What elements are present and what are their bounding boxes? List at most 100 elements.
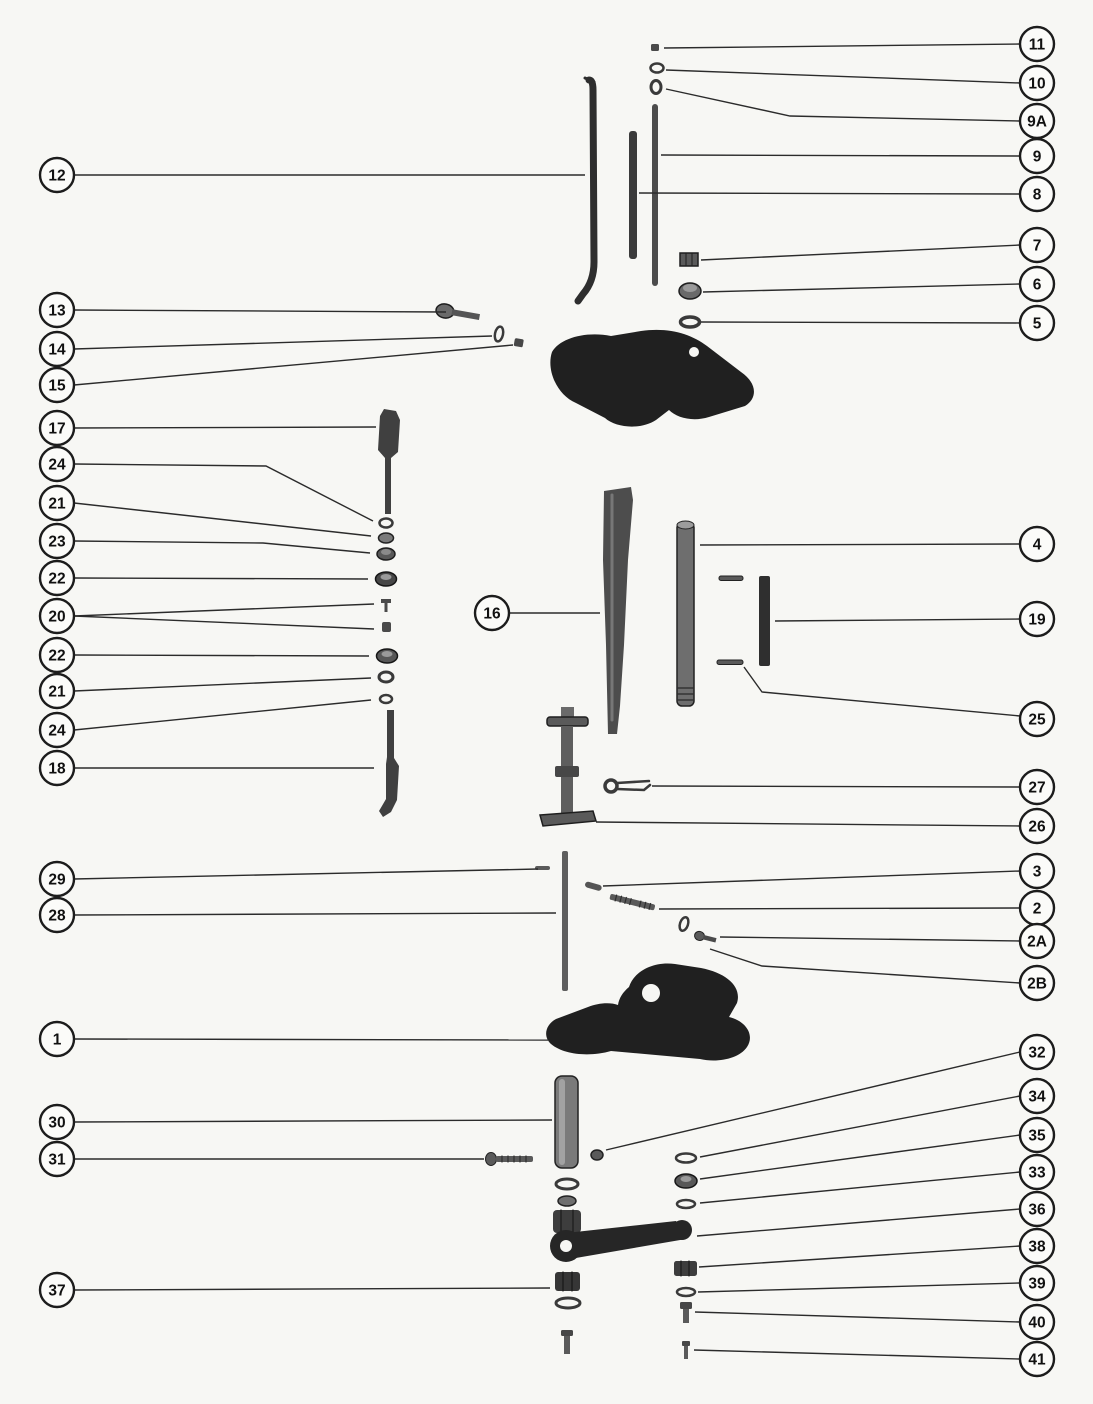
callout-7: 7 (1018, 226, 1056, 264)
leader-line-14 (73, 335, 493, 350)
callout-label-12: 12 (48, 168, 65, 185)
callout-circle-22 (38, 636, 76, 674)
callout-label-4: 4 (1033, 537, 1042, 554)
part-24-upper-ring (378, 517, 394, 529)
callout-24: 24 (38, 445, 76, 483)
callout-label-19: 19 (1028, 612, 1046, 629)
callout-circle-40 (1018, 1303, 1056, 1341)
callout-label-35: 35 (1028, 1128, 1046, 1145)
callout-9A: 9A (1018, 102, 1056, 140)
callout-circle-38 (1018, 1227, 1056, 1265)
callout-39: 39 (1018, 1264, 1056, 1302)
callout-circle-11 (1018, 25, 1056, 63)
leader-line-10 (665, 69, 1021, 84)
leader-line-2B (709, 948, 1021, 984)
leader-line-20 (73, 615, 375, 630)
part-4-tube (676, 520, 695, 707)
callout-circle-16 (473, 594, 511, 632)
leader-line-3 (602, 870, 1021, 887)
part-30-cylinder (554, 1075, 579, 1169)
callout-circle-34 (1018, 1077, 1056, 1115)
callout-circle-18 (38, 749, 76, 787)
callout-label-25: 25 (1028, 712, 1046, 729)
callout-circle-25 (1018, 700, 1056, 738)
callout-label-31: 31 (48, 1152, 66, 1169)
part-16-swivel-pin (603, 487, 633, 734)
callout-27: 27 (1018, 768, 1056, 806)
callout-label-40: 40 (1028, 1315, 1045, 1332)
part-14-washer (493, 325, 505, 343)
part-21-upper-ring (377, 532, 395, 544)
part-36-arm (550, 1220, 692, 1262)
leader-line-28 (73, 912, 557, 916)
callout-25: 25 (1018, 700, 1056, 738)
callout-35: 35 (1018, 1116, 1056, 1154)
leader-line-19 (774, 618, 1021, 622)
leader-line-41 (693, 1349, 1021, 1360)
leader-line-30 (73, 1119, 553, 1123)
leader-line-4 (699, 543, 1021, 546)
callout-label-37: 37 (48, 1283, 65, 1300)
callout-3: 3 (1018, 852, 1056, 890)
part-18-lower-pin (379, 710, 399, 817)
part-35-bushing (674, 1173, 698, 1189)
callout-circle-24 (38, 445, 76, 483)
callout-circle-31 (38, 1140, 76, 1178)
part-8-rod (629, 131, 637, 259)
left-stack-ring (557, 1195, 577, 1207)
part-40-bolt (680, 1302, 692, 1323)
part-17-upper-pin (378, 409, 400, 514)
callout-circle-24 (38, 711, 76, 749)
callout-circle-8 (1018, 175, 1056, 213)
callout-circle-2B (1018, 964, 1056, 1002)
part-10-washer (649, 62, 665, 74)
leader-line-8 (638, 192, 1021, 195)
part-27-cotter-pin (603, 778, 652, 794)
leader-line-26 (595, 821, 1021, 827)
part-22-lower-washer (375, 648, 399, 664)
callout-30: 30 (38, 1103, 76, 1141)
callout-circle-41 (1018, 1340, 1056, 1378)
leader-line-32 (605, 1051, 1021, 1151)
callout-40: 40 (1018, 1303, 1056, 1341)
leader-line-22 (73, 654, 370, 657)
callout-circle-3 (1018, 852, 1056, 890)
callout-label-9: 9 (1033, 149, 1042, 166)
callout-label-17: 17 (48, 421, 65, 438)
callout-circle-12 (38, 156, 76, 194)
part-37-nut (555, 1271, 580, 1292)
callout-circle-10 (1018, 64, 1056, 102)
part-2a-washer (678, 915, 690, 933)
leader-line-23 (73, 540, 371, 554)
leader-line-7 (700, 244, 1021, 261)
callout-12: 12 (38, 156, 76, 194)
callout-28: 28 (38, 896, 76, 934)
part-2b-bolt (694, 930, 717, 943)
leader-line-37 (73, 1287, 551, 1291)
callout-circle-26 (1018, 807, 1056, 845)
leader-line-5 (700, 321, 1021, 324)
callout-label-6: 6 (1033, 277, 1042, 294)
left-stack-washer (554, 1177, 580, 1191)
leader-line-9 (660, 154, 1021, 157)
callout-circle-36 (1018, 1190, 1056, 1228)
callout-label-28: 28 (48, 908, 66, 925)
part-20-pin (381, 599, 391, 612)
part-25-pin-lower (716, 659, 744, 665)
callout-label-9A: 9A (1027, 114, 1047, 131)
part-13-bolt (435, 303, 480, 321)
callout-circle-5 (1018, 304, 1056, 342)
callout-5: 5 (1018, 304, 1056, 342)
leader-line-11 (663, 43, 1021, 49)
callout-label-22: 22 (48, 571, 65, 588)
leader-line-15 (73, 344, 514, 386)
callout-label-29: 29 (48, 872, 66, 889)
part-7-nut (679, 252, 699, 267)
callout-22: 22 (38, 636, 76, 674)
callout-2: 2 (1018, 889, 1056, 927)
part-23-nut (376, 547, 396, 561)
callout-2B: 2B (1018, 964, 1056, 1002)
part-19-bar (759, 576, 770, 666)
callout-label-3: 3 (1033, 864, 1042, 881)
callout-circle-19 (1018, 600, 1056, 638)
